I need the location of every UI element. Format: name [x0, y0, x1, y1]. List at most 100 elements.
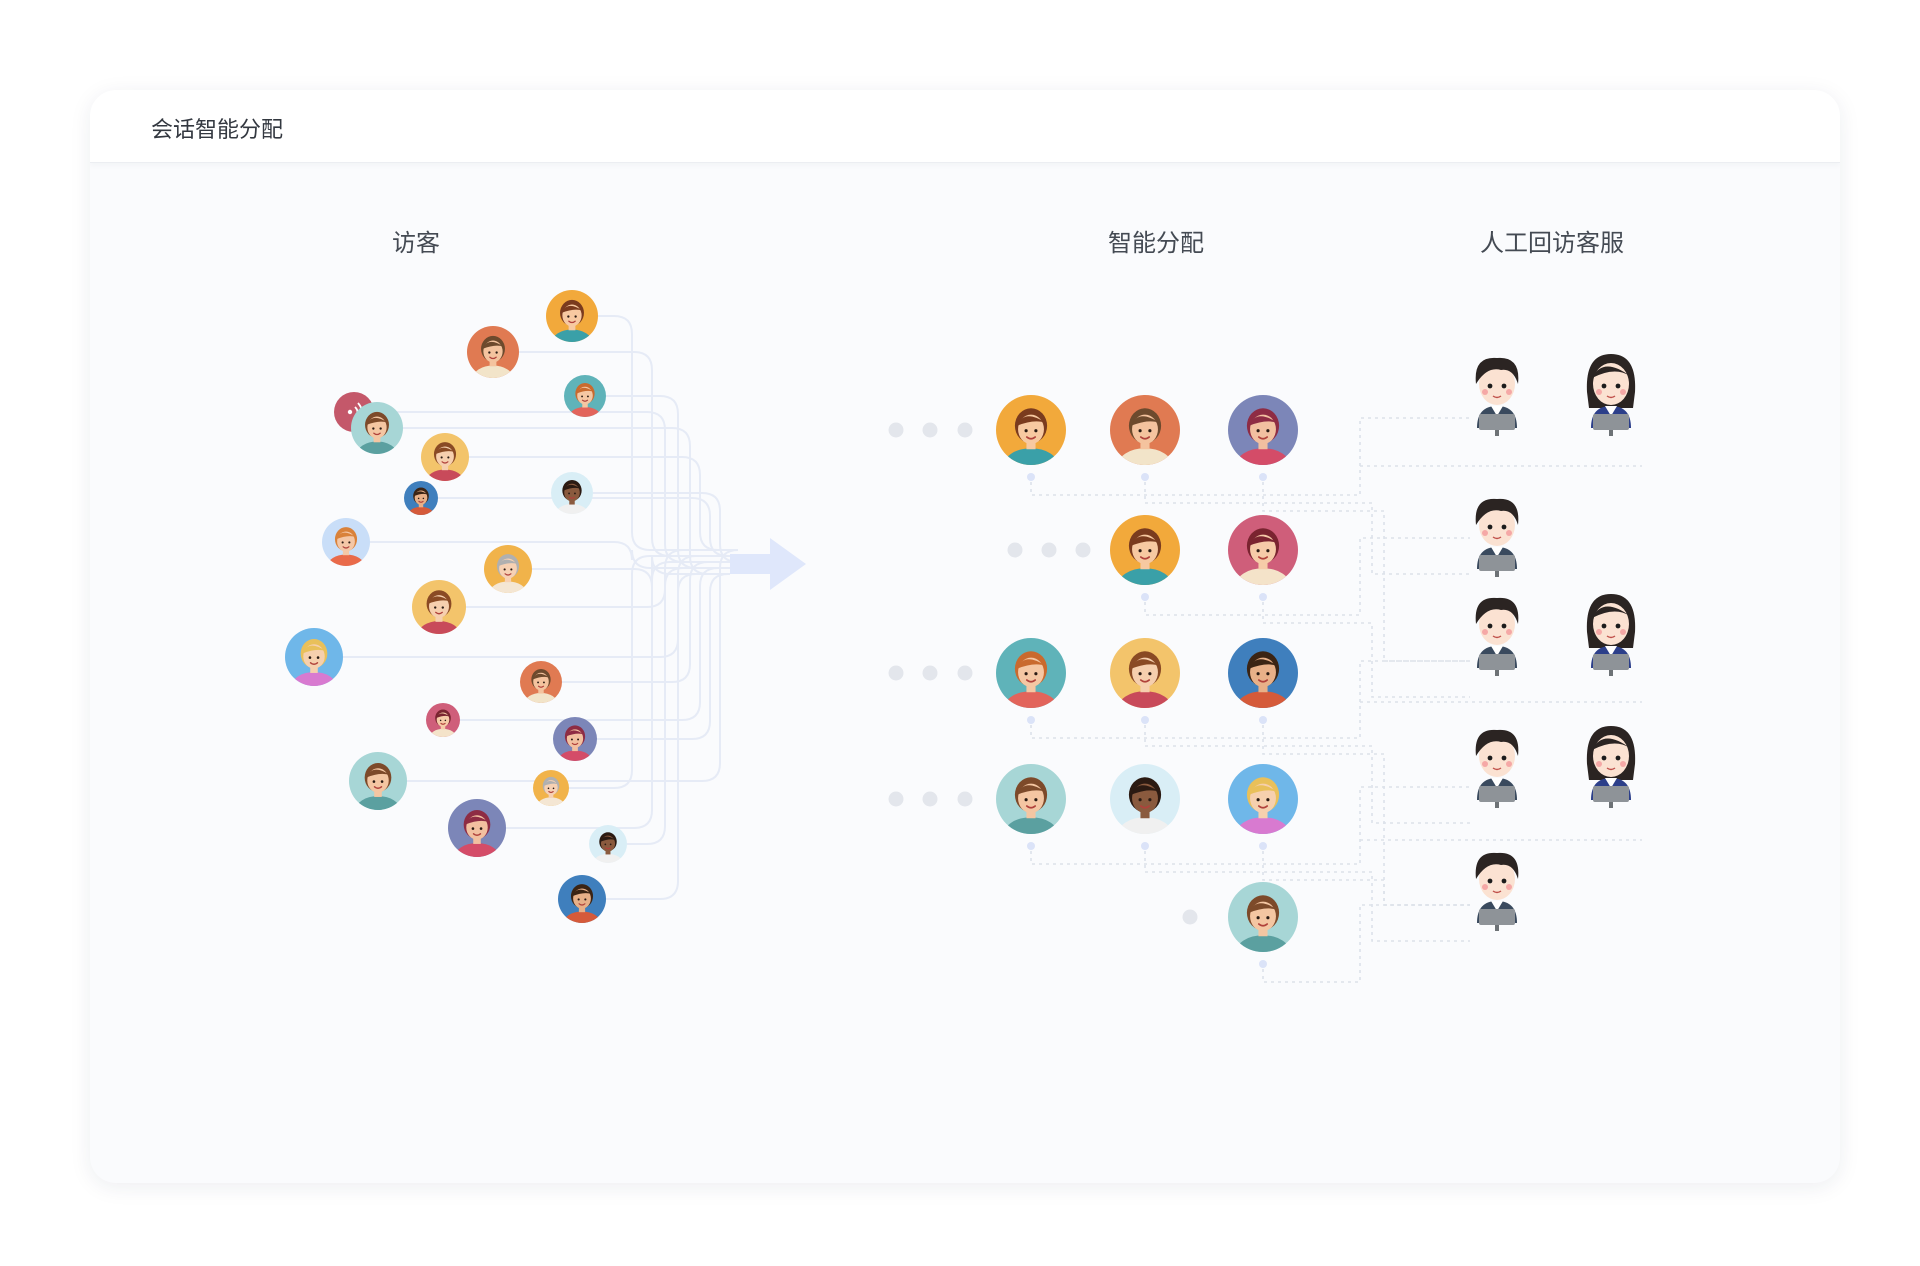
- assignment-dotted-line: [1262, 851, 1470, 906]
- smart-assign-column-title: 智能分配: [1108, 229, 1204, 257]
- queue-link-dot: [1259, 593, 1267, 601]
- visitor-avatar-12: [285, 628, 343, 686]
- queue-avatar-2-1: [1110, 515, 1180, 585]
- queue-to-agent-dotted-lines: [1030, 417, 1642, 983]
- visitor-avatar-8: [551, 472, 593, 514]
- visitor-avatar-5: [351, 402, 403, 454]
- queue-link-dot: [1141, 473, 1149, 481]
- queue-avatar-4-3: [1228, 764, 1298, 834]
- assignment-dotted-line: [1262, 482, 1470, 662]
- flow-arrow: [730, 538, 806, 590]
- visitor-avatar-7: [404, 481, 438, 515]
- customer-service-agent-icon-8: [1475, 852, 1519, 931]
- visitors-column-title: 访客: [392, 229, 440, 257]
- visitor-avatar-18: [448, 799, 506, 857]
- queue-avatar-4-1: [996, 764, 1066, 834]
- assignment-dotted-line: [1144, 537, 1470, 616]
- queue-waiting-dot: [1075, 542, 1091, 558]
- queue-row: [888, 395, 1298, 481]
- visitor-connector-line: [562, 561, 730, 683]
- queue-waiting-dot: [957, 791, 973, 807]
- assignment-dotted-line: [1030, 660, 1470, 739]
- customer-service-agent-icon-3: [1475, 498, 1519, 577]
- arrow-right-icon: [730, 538, 806, 590]
- queue-row: [888, 764, 1298, 850]
- visitor-connector-line: [598, 315, 730, 551]
- visitor-avatar-20: [558, 875, 606, 923]
- customer-service-agent-icon-6: [1475, 729, 1519, 808]
- assignment-dotted-line: [1144, 851, 1470, 942]
- visitor-avatar-9: [322, 518, 370, 566]
- queue-avatar-3-1: [996, 638, 1066, 708]
- customer-service-agent-icon-5: [1586, 594, 1636, 676]
- queue-avatar-3-3: [1228, 638, 1298, 708]
- connector-lines: [343, 315, 739, 900]
- assignment-dotted-line: [1262, 904, 1470, 983]
- queue-avatar-5-1: [1228, 882, 1298, 952]
- queue-avatar-1-2: [1110, 395, 1180, 465]
- visitor-avatar-4: [564, 375, 606, 417]
- queue-waiting-dot: [957, 665, 973, 681]
- queue-waiting-dot: [957, 422, 973, 438]
- assignment-dotted-line: [1030, 417, 1470, 496]
- visitor-avatar-10: [484, 545, 532, 593]
- queue-waiting-dot: [922, 665, 938, 681]
- visitor-connector-line: [519, 351, 730, 557]
- queue-avatar-4-2: [1110, 764, 1180, 834]
- visitor-connector-line: [606, 395, 730, 569]
- queue-avatar-3-2: [1110, 638, 1180, 708]
- queue-link-dot: [1027, 473, 1035, 481]
- assignment-dotted-line: [1144, 725, 1470, 824]
- queue-waiting-dot: [922, 422, 938, 438]
- visitor-avatar-2: [467, 326, 519, 378]
- queue-link-dot: [1259, 960, 1267, 968]
- visitor-avatar-13: [520, 661, 562, 703]
- smart-assign-card: 会话智能分配 访客 智能分配 人工回访客服: [90, 90, 1840, 1183]
- visitor-connector-line: [606, 573, 730, 900]
- queue-avatar-1-3: [1228, 395, 1298, 465]
- queue-waiting-dot: [1041, 542, 1057, 558]
- customer-service-agent-icon-4: [1475, 597, 1519, 676]
- visitor-connector-line: [627, 567, 730, 845]
- visitor-avatar-19: [589, 825, 627, 863]
- card-title: 会话智能分配: [151, 118, 284, 143]
- agents-column-title: 人工回访客服: [1480, 229, 1624, 257]
- service-agents: [1475, 354, 1636, 931]
- card-header: 会话智能分配: [90, 90, 1840, 163]
- queue-link-dot: [1027, 716, 1035, 724]
- queue-link-dot: [1259, 473, 1267, 481]
- customer-service-agent-icon-7: [1586, 726, 1636, 808]
- queue-link-dot: [1141, 716, 1149, 724]
- visitor-connector-line: [506, 561, 730, 829]
- visitor-avatar-16: [349, 752, 407, 810]
- assignment-dotted-line: [1144, 482, 1470, 575]
- queue-link-dot: [1141, 593, 1149, 601]
- visitor-avatar-1: [546, 290, 598, 342]
- assignment-flow-diagram: [285, 290, 1642, 983]
- visitor-avatars: [285, 290, 627, 923]
- queue-waiting-dot: [888, 791, 904, 807]
- visitor-avatar-14: [426, 703, 460, 737]
- visitor-connector-line: [407, 549, 739, 782]
- queue-row: [888, 638, 1298, 724]
- customer-service-agent-icon-1: [1475, 357, 1519, 436]
- visitor-avatar-17: [533, 770, 569, 806]
- queue-row: [1007, 515, 1298, 601]
- visitor-avatar-11: [412, 580, 466, 634]
- customer-service-agent-icon-2: [1586, 354, 1636, 436]
- visitor-avatar-15: [553, 717, 597, 761]
- assignment-dotted-line: [1262, 602, 1470, 698]
- assignment-queues: [888, 395, 1298, 968]
- queue-waiting-dot: [888, 665, 904, 681]
- queue-link-dot: [1259, 842, 1267, 850]
- visitor-connector-line: [532, 555, 730, 588]
- queue-avatar-1-1: [996, 395, 1066, 465]
- queue-link-dot: [1027, 842, 1035, 850]
- queue-link-dot: [1259, 716, 1267, 724]
- queue-waiting-dot: [1182, 909, 1198, 925]
- queue-avatar-2-2: [1228, 515, 1298, 585]
- visitor-connector-line: [569, 555, 730, 789]
- queue-waiting-dot: [888, 422, 904, 438]
- visitor-avatar-6: [421, 433, 469, 481]
- queue-row: [1182, 882, 1298, 968]
